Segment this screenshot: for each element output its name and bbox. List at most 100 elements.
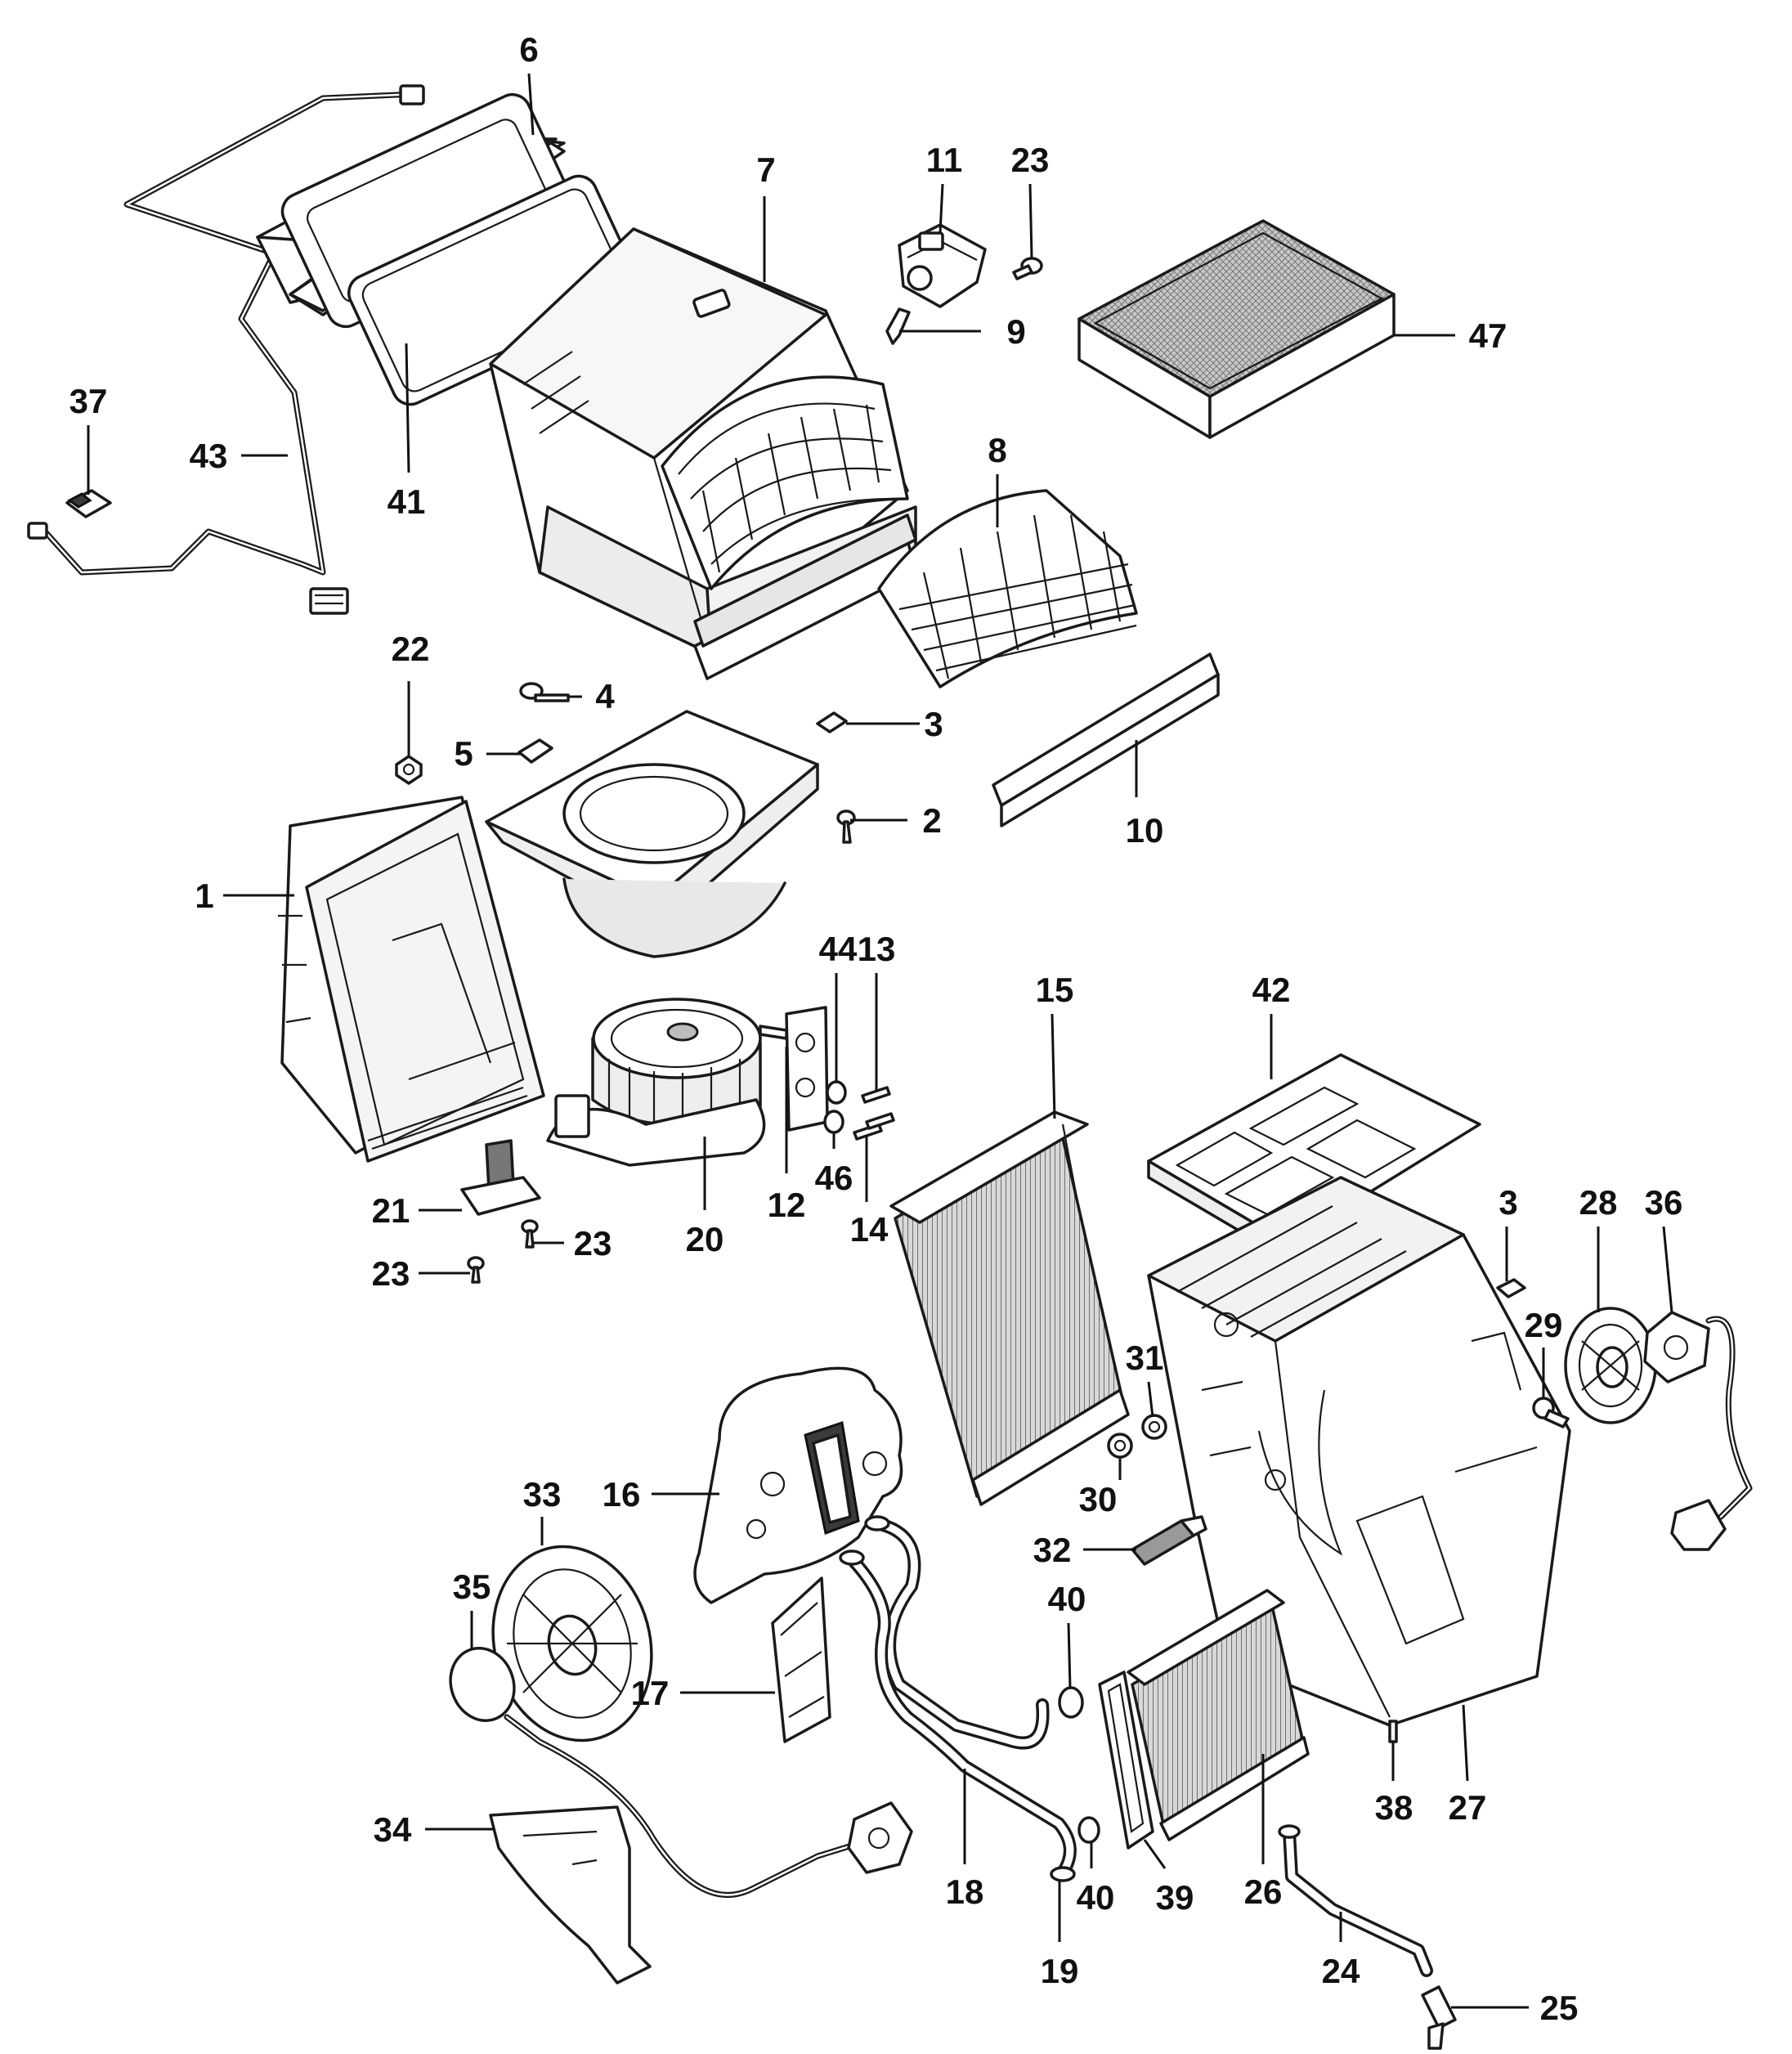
part-23-screw-low [467, 1256, 485, 1284]
callout-27: 27 [1449, 1788, 1487, 1827]
leader-27 [1462, 1704, 1469, 1782]
callout-3-upper: 3 [924, 705, 943, 743]
callout-39: 39 [1156, 1878, 1194, 1917]
callout-15: 15 [1036, 971, 1074, 1009]
callout-38: 38 [1375, 1788, 1413, 1827]
callout-43: 43 [190, 437, 228, 475]
callout-9: 9 [1006, 312, 1025, 351]
callout-25: 25 [1540, 1989, 1579, 2027]
callout-7: 7 [756, 150, 775, 189]
part-5-clip [517, 738, 553, 764]
callout-31: 31 [1126, 1339, 1164, 1377]
part-14-pins [853, 1112, 895, 1141]
callout-24: 24 [1322, 1952, 1360, 1990]
part-40-clamp-lower [1077, 1816, 1100, 1844]
leader-39 [1143, 1839, 1167, 1869]
part-21-resistor [460, 1139, 541, 1216]
leader-15 [1051, 1013, 1056, 1119]
part-10-filter-frame [992, 653, 1220, 827]
part-46-o-ring [823, 1110, 844, 1134]
part-12-expansion-valve [759, 1006, 829, 1132]
callout-42: 42 [1252, 971, 1291, 1009]
callout-30: 30 [1079, 1480, 1118, 1518]
leader-31 [1147, 1381, 1154, 1418]
callout-44: 44 [819, 930, 858, 968]
callout-labels: 6 7 11 23 9 47 37 43 41 8 22 4 5 3 2 10 … [69, 30, 1683, 2027]
part-13-pin [861, 1086, 891, 1104]
leader-41 [405, 343, 410, 473]
callout-23-mid: 23 [574, 1224, 612, 1262]
callout-36: 36 [1645, 1183, 1683, 1222]
part-18-heater-hoses [839, 1515, 1077, 1879]
part-34-duct-bracket [489, 1805, 652, 1984]
callout-13: 13 [858, 930, 896, 968]
part-35-actuator [449, 1647, 913, 1898]
callout-40-lower: 40 [1077, 1878, 1115, 1917]
leader-40-upper [1067, 1622, 1072, 1689]
part-24-drain-tube [1278, 1824, 1433, 1977]
callout-23-low: 23 [372, 1254, 410, 1293]
callout-21: 21 [372, 1191, 410, 1230]
part-38-pin [1388, 1720, 1398, 1743]
callout-41: 41 [388, 482, 426, 521]
part-20-blower-motor [546, 998, 766, 1167]
callout-20: 20 [686, 1220, 724, 1258]
part-25-drain-valve [1421, 1985, 1457, 2050]
callout-40-upper: 40 [1048, 1580, 1086, 1618]
callout-1: 1 [195, 877, 213, 915]
part-40-clamp-upper [1058, 1686, 1084, 1719]
part-32-sensor [1131, 1515, 1207, 1566]
part-33-gear-plate [491, 1545, 653, 1742]
part-30-gear [1107, 1433, 1133, 1459]
callout-6: 6 [519, 30, 538, 69]
part-16-seal-plate [693, 1366, 903, 1604]
part-44-o-ring [826, 1080, 847, 1105]
callout-46: 46 [815, 1159, 853, 1197]
callout-47: 47 [1469, 316, 1508, 355]
part-23-screw-top [1012, 257, 1043, 280]
part-3-clip-upper [816, 711, 848, 733]
part-19-hose-end [1050, 1866, 1076, 1882]
callout-16: 16 [603, 1475, 641, 1514]
part-9-lever [885, 307, 911, 345]
leader-6 [527, 73, 535, 136]
callout-12: 12 [768, 1186, 806, 1224]
callout-34: 34 [374, 1810, 412, 1849]
callout-8: 8 [988, 431, 1006, 469]
part-1-inlet-housing [278, 796, 545, 1163]
leader-11 [939, 183, 944, 234]
part-17-bracket [771, 1576, 831, 1743]
part-27-heater-case [1147, 1176, 1571, 1727]
leader-lines [87, 73, 1673, 2009]
leader-23-top [1028, 183, 1033, 258]
callout-29: 29 [1525, 1306, 1563, 1344]
callout-28: 28 [1579, 1183, 1618, 1222]
part-11-actuator [898, 223, 987, 308]
part-4-screw [519, 682, 570, 702]
callout-22: 22 [392, 630, 430, 668]
callout-17: 17 [631, 1674, 670, 1712]
callout-3-right: 3 [1499, 1183, 1517, 1222]
callout-23-top: 23 [1011, 141, 1050, 179]
leader-36 [1662, 1226, 1673, 1313]
blower-case-frame [485, 710, 819, 958]
callout-5: 5 [454, 734, 473, 773]
part-39-gasket [1098, 1671, 1154, 1850]
part-7-blower-housing [489, 227, 917, 680]
part-8-grille [877, 489, 1138, 688]
callout-14: 14 [850, 1210, 889, 1249]
part-23-screw-mid [521, 1219, 539, 1249]
callout-33: 33 [523, 1475, 562, 1514]
callout-26: 26 [1244, 1872, 1283, 1911]
callout-35: 35 [453, 1567, 491, 1606]
part-43-wiring-harness [27, 84, 425, 615]
callout-18: 18 [946, 1872, 984, 1911]
part-6-air-duct [256, 92, 577, 329]
part-26-heater-core [1127, 1589, 1310, 1841]
part-37-sensor [65, 489, 112, 518]
part-22-nut [395, 755, 423, 785]
callout-19: 19 [1041, 1952, 1079, 1990]
part-3-clip-right [1496, 1278, 1526, 1298]
callout-10: 10 [1126, 811, 1164, 850]
